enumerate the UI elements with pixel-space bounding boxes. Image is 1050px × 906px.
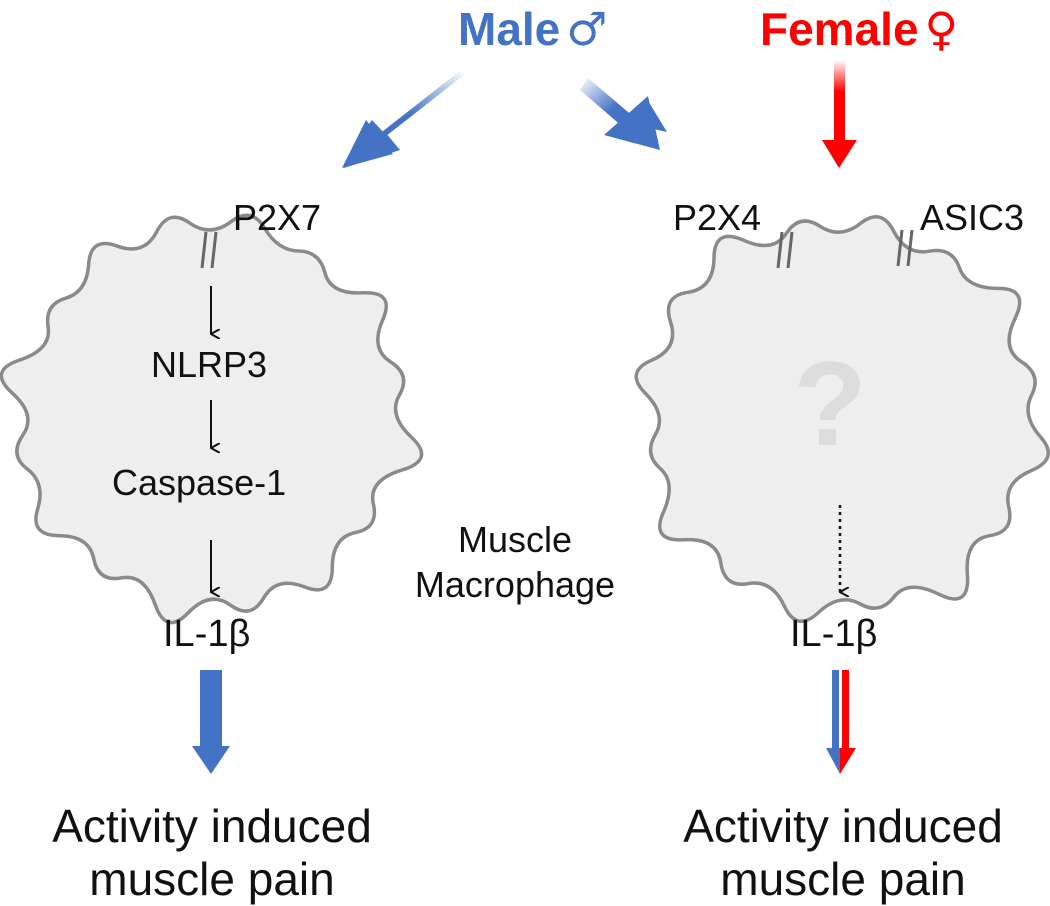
right-outcome-line-1: Activity induced xyxy=(683,800,1003,852)
male-symbol-icon: ♂ xyxy=(566,2,608,56)
female-label: Female♀ xyxy=(760,6,958,52)
left-outcome-line-2: muscle pain xyxy=(89,852,335,905)
p2x7-channel-icon xyxy=(200,231,218,269)
right-cell-membrane xyxy=(634,215,1050,623)
question-mark-icon: ? xyxy=(793,337,866,471)
female-symbol-icon: ♀ xyxy=(924,2,959,56)
muscle-macrophage-label: Muscle Macrophage xyxy=(390,517,640,607)
asic3-label: ASIC3 xyxy=(920,197,1025,238)
female-macrophage-cell: ? xyxy=(634,215,1050,623)
female-text: Female xyxy=(760,3,919,55)
male-label: Male♂ xyxy=(458,6,608,52)
right-outcome-line-2: muscle pain xyxy=(720,852,966,905)
female-arrow-down xyxy=(822,60,857,168)
center-line-2: Macrophage xyxy=(414,564,616,605)
caspase-1-label: Caspase-1 xyxy=(112,462,287,503)
male-arrow-right xyxy=(580,78,667,150)
center-line-1: Muscle xyxy=(457,519,573,560)
left-outcome-line-1: Activity induced xyxy=(52,800,372,852)
p2x4-label: P2X4 xyxy=(673,197,762,238)
p2x7-label: P2X7 xyxy=(233,197,322,238)
left-outcome-text: Activity induced muscle pain xyxy=(2,800,422,906)
p2x4-channel-icon xyxy=(776,231,794,269)
nlrp3-label: NLRP3 xyxy=(151,344,268,385)
male-output-arrow xyxy=(192,670,230,774)
male-macrophage-cell xyxy=(0,213,424,625)
male-arrow-left xyxy=(342,70,464,168)
right-il1b-label: IL-1β xyxy=(790,613,878,655)
left-il1b-label: IL-1β xyxy=(163,613,251,655)
shared-output-arrow xyxy=(826,670,856,774)
asic3-channel-icon xyxy=(896,229,914,267)
right-outcome-text: Activity induced muscle pain xyxy=(633,800,1050,906)
male-text: Male xyxy=(458,3,561,55)
